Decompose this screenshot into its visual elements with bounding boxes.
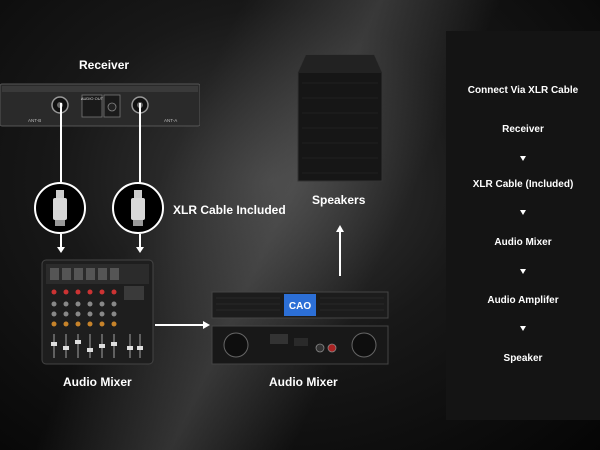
speakers-label: Speakers	[312, 193, 366, 207]
ant-a-text: ANT-A	[164, 118, 177, 123]
wire-left-bottom	[60, 234, 62, 248]
wire-left-top	[60, 103, 62, 183]
audio-mixer-label: Audio Mixer	[63, 375, 132, 389]
xlr-connector-icon	[112, 182, 164, 234]
flow-step-speaker: Speaker	[503, 353, 543, 364]
arrow-down-icon	[136, 247, 144, 253]
xlr-cable-label: XLR Cable Included	[173, 203, 286, 217]
amplifier-device: CAO	[211, 291, 389, 365]
arrow-down-icon	[520, 269, 526, 274]
amplifier-label: Audio Mixer	[269, 375, 338, 389]
arrow-down-icon	[57, 247, 65, 253]
receiver-label: Receiver	[79, 58, 130, 72]
arrow-down-icon	[520, 156, 526, 161]
flow-step-xlr-cable: XLR Cable (Included)	[472, 179, 574, 190]
flow-step-receiver: Receiver	[502, 124, 544, 135]
audio-mixer-device	[41, 259, 154, 365]
wire-right-top	[139, 103, 141, 183]
speaker-device	[297, 54, 383, 182]
flow-step-audio-amplifier: Audio Amplifer	[487, 295, 559, 306]
flow-title: Connect Via XLR Cable	[467, 85, 579, 96]
wire-up	[339, 232, 341, 276]
audio-out-text: AUDIO OUT	[81, 96, 104, 101]
arrow-down-icon	[520, 210, 526, 215]
receiver-device: AUDIO OUT ANT-B ANT-A	[0, 83, 200, 127]
flow-step-audio-mixer: Audio Mixer	[494, 237, 552, 248]
amp-brand-text: CAO	[289, 301, 311, 312]
arrow-down-icon	[520, 326, 526, 331]
ant-b-text: ANT-B	[28, 118, 41, 123]
connection-flow-panel: Connect Via XLR Cable Receiver XLR Cable…	[446, 31, 600, 420]
wire-right	[155, 324, 203, 326]
wire-right-bottom	[139, 234, 141, 248]
arrow-up-icon	[336, 225, 344, 232]
arrow-right-icon	[203, 321, 210, 329]
xlr-connector-icon	[34, 182, 86, 234]
